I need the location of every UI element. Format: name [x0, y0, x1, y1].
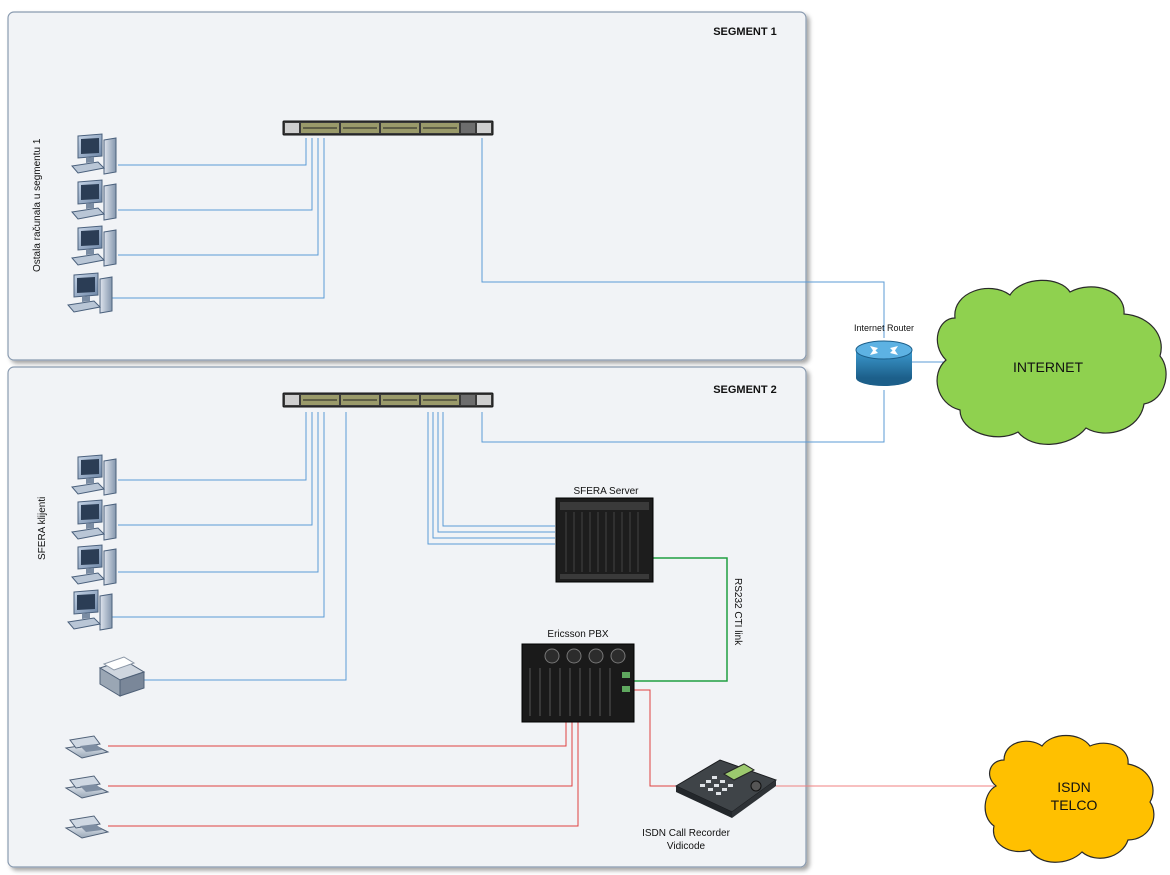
segment-1-pc-3 [71, 225, 117, 267]
segment-1-pc-4 [67, 272, 113, 314]
link-switch2-server-a [427, 412, 555, 545]
segment-2-title: SEGMENT 2 [713, 384, 777, 396]
link-pc4-switch1 [112, 138, 325, 299]
link-client2-switch2 [118, 412, 313, 526]
link-switch2-server-d [442, 412, 555, 527]
link-phone1-pbx [108, 722, 567, 747]
link-pc2-switch1 [118, 138, 313, 211]
link-phone2-pbx [108, 722, 573, 787]
recorder-label-line-1: ISDN Call Recorder [642, 828, 730, 839]
lan-links [112, 138, 948, 681]
link-pbx-recorder [634, 689, 676, 787]
segment-1-panel: SEGMENT 1 Ostala računala u segmentu 1 [7, 11, 807, 361]
link-switch1-router [481, 138, 885, 338]
link-phone3-pbx [108, 722, 579, 827]
isdn-cloud-label-line-1: ISDN [1057, 779, 1090, 795]
isdn-call-recorder: ISDN Call Recorder Vidicode [642, 759, 778, 852]
cti-link-label: RS232 CTI link [732, 578, 743, 646]
link-client1-switch2 [118, 412, 307, 481]
link-pc3-switch1 [118, 138, 319, 256]
sfera-client-pc-3 [71, 544, 117, 586]
internet-cloud: INTERNET [936, 279, 1167, 445]
ericsson-pbx: Ericsson PBX [521, 629, 635, 723]
segment-1-switch [282, 120, 494, 136]
printer-icon [98, 656, 146, 697]
recorder-label-line-2: Vidicode [667, 841, 706, 852]
link-router-switch2 [481, 390, 885, 443]
isdn-telco-cloud: ISDN TELCO [984, 734, 1155, 863]
internet-cloud-label: INTERNET [1013, 359, 1083, 375]
segment-2-side-label: SFERA klijenti [37, 497, 48, 560]
link-client4-switch2 [112, 412, 325, 618]
internet-router: Internet Router [854, 323, 914, 386]
sfera-client-pc-4 [67, 589, 113, 631]
router-arrows-icon [870, 346, 898, 355]
sfera-server: SFERA Server [555, 486, 654, 583]
sfera-server-label: SFERA Server [573, 486, 639, 497]
isdn-cloud-label-line-2: TELCO [1051, 797, 1098, 813]
segment-1-side-label: Ostala računala u segmentu 1 [32, 138, 43, 272]
sfera-client-pc-2 [71, 499, 117, 541]
link-printer-switch2 [142, 412, 347, 681]
segment-1-pc-2 [71, 179, 117, 221]
router-label: Internet Router [854, 323, 914, 333]
sfera-client-pc-1 [71, 454, 117, 496]
phone-links [108, 689, 994, 827]
link-pc1-switch1 [118, 138, 307, 166]
cti-link [632, 557, 728, 682]
segment-1-title: SEGMENT 1 [713, 26, 777, 38]
link-switch2-server-b [432, 412, 555, 539]
segment-1-pc-1 [71, 133, 117, 175]
link-client3-switch2 [118, 412, 319, 573]
segment-2-switch [282, 392, 494, 408]
server-chassis [555, 497, 654, 583]
segment-2-panel: SEGMENT 2 SFERA klijenti [7, 366, 807, 868]
link-switch2-server-c [437, 412, 555, 533]
pbx-label: Ericsson PBX [547, 629, 608, 640]
